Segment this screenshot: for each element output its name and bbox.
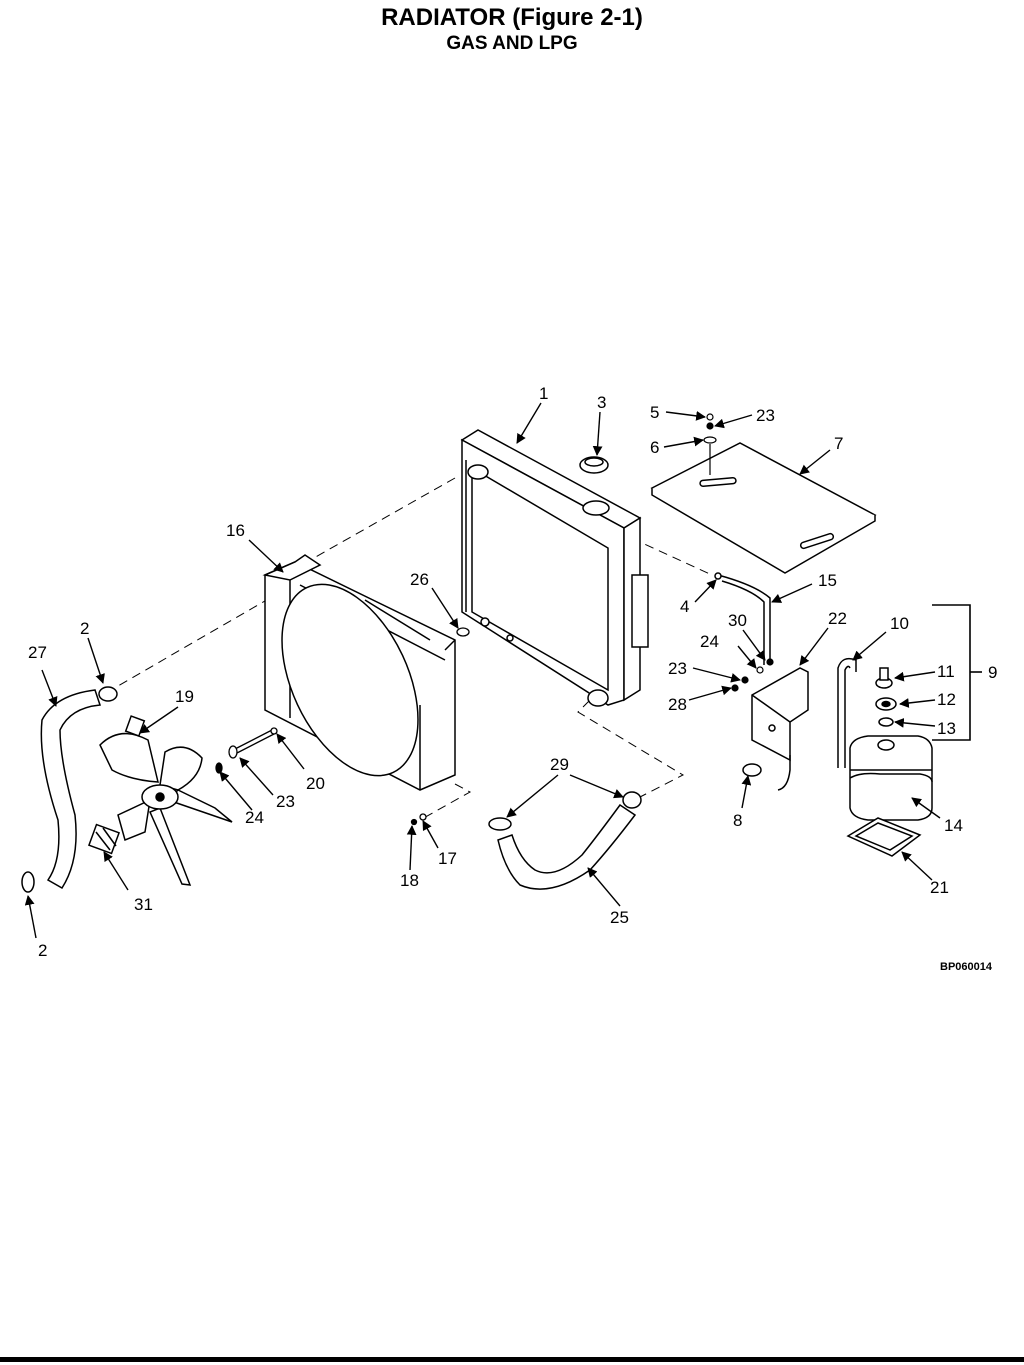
reservoir-gasket — [846, 817, 922, 857]
bracket-hardware — [731, 658, 774, 692]
callout-24-right: 24 — [700, 632, 719, 651]
radiator-core — [460, 429, 649, 707]
reservoir-cap-parts — [875, 667, 897, 727]
callout-7: 7 — [834, 434, 843, 453]
callout-24-left: 24 — [245, 808, 264, 827]
hose-clamp — [742, 763, 762, 777]
callout-3: 3 — [597, 393, 606, 412]
figure-code: BP060014 — [940, 961, 993, 973]
callout-8: 8 — [733, 811, 742, 830]
drain-fitting — [410, 627, 470, 826]
upper-hose — [488, 791, 642, 890]
callout-20: 20 — [306, 774, 325, 793]
fan-bolt-hardware — [215, 727, 278, 774]
cooling-fan — [99, 715, 233, 886]
callout-27: 27 — [28, 643, 47, 662]
group-bracket-9 — [932, 604, 982, 741]
lower-hose — [21, 686, 118, 893]
callout-labels: 1 3 5 23 6 7 16 26 15 4 30 22 10 2 24 27… — [28, 384, 997, 973]
overflow-tube — [714, 572, 771, 665]
callout-2-top: 2 — [80, 619, 89, 638]
callout-1: 1 — [539, 384, 548, 403]
footer-rule — [0, 1357, 1024, 1362]
radiator-cap — [579, 456, 609, 474]
callout-11: 11 — [937, 662, 955, 681]
callout-23-left: 23 — [276, 792, 295, 811]
reservoir-bracket — [751, 667, 809, 791]
callout-22: 22 — [828, 609, 847, 628]
callout-16: 16 — [226, 521, 245, 540]
callout-31: 31 — [134, 895, 153, 914]
leader-arrows — [24, 402, 941, 939]
callout-21: 21 — [930, 878, 949, 897]
callout-9: 9 — [988, 663, 997, 682]
callout-4: 4 — [680, 597, 689, 616]
top-plate-hardware — [703, 413, 717, 475]
callout-15: 15 — [818, 571, 837, 590]
callout-12: 12 — [937, 690, 956, 709]
fan-shroud — [262, 554, 456, 791]
top-plate — [650, 442, 877, 574]
callout-19: 19 — [175, 687, 194, 706]
callout-5: 5 — [650, 403, 659, 422]
callout-29: 29 — [550, 755, 569, 774]
callout-28: 28 — [668, 695, 687, 714]
callout-13: 13 — [937, 719, 956, 738]
callout-14: 14 — [944, 816, 963, 835]
callout-10: 10 — [890, 614, 909, 633]
coolant-reservoir — [849, 735, 933, 821]
callout-2-bottom: 2 — [38, 941, 47, 960]
callout-17: 17 — [438, 849, 457, 868]
callout-23-right: 23 — [668, 659, 687, 678]
callout-26: 26 — [410, 570, 429, 589]
page-title: RADIATOR (Figure 2-1) — [381, 4, 643, 31]
callout-25: 25 — [610, 908, 629, 927]
callout-23-top: 23 — [756, 406, 775, 425]
callout-30: 30 — [728, 611, 747, 630]
callout-6: 6 — [650, 438, 659, 457]
fan-spacer — [88, 823, 120, 855]
page-subtitle: GAS AND LPG — [446, 33, 578, 54]
callout-18: 18 — [400, 871, 419, 890]
